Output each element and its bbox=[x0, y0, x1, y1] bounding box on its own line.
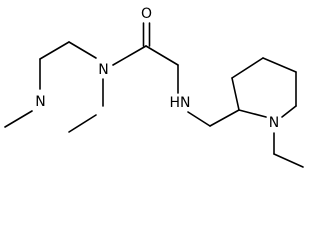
bond-pyrrolidine-2 bbox=[231, 57, 264, 79]
pyrrolidine-nitrogen-label: N bbox=[269, 115, 279, 131]
atom-labels: O N N HN N bbox=[35, 6, 279, 131]
molecule-structure: O N N HN N bbox=[4, 6, 304, 168]
bond-carbonyl-amide-n bbox=[112, 45, 147, 66]
bond-pyrrolidine-3 bbox=[262, 57, 297, 73]
bond-piperazine-4 bbox=[68, 114, 97, 133]
bond-piperazine-1 bbox=[68, 41, 97, 59]
bond-lines bbox=[4, 22, 304, 168]
secondary-amine-label: HN bbox=[170, 95, 191, 111]
bond-pyrrolidine-6 bbox=[238, 109, 267, 118]
amide-nitrogen-label: N bbox=[98, 62, 108, 78]
bond-n-methyl bbox=[4, 110, 33, 128]
methyl-nitrogen-label: N bbox=[35, 94, 45, 110]
bond-carbonyl-ch2 bbox=[145, 45, 179, 66]
carbonyl-oxygen-label: O bbox=[141, 6, 152, 22]
bond-pyrrolidine-5 bbox=[281, 105, 297, 118]
bond-piperazine-2 bbox=[39, 41, 70, 60]
bond-pyrrolidine-1 bbox=[231, 77, 240, 111]
bond-n-ethyl-2 bbox=[273, 153, 304, 168]
bond-nh-ch2 bbox=[187, 111, 211, 127]
bond-ch2-ring bbox=[209, 109, 240, 127]
